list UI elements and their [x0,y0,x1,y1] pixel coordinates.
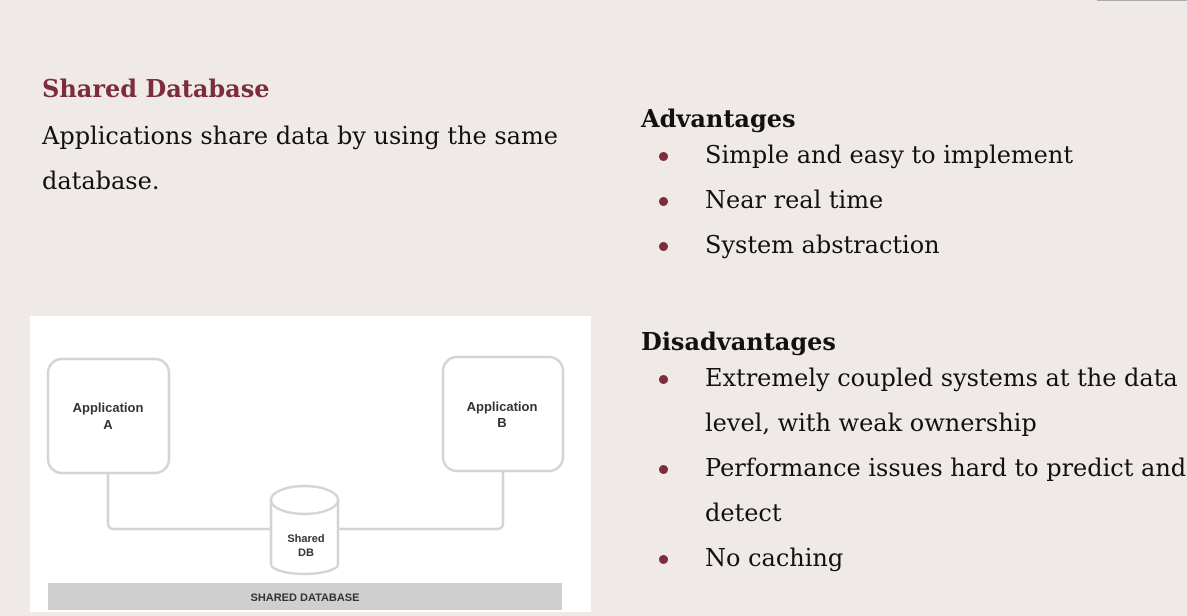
list-item: System abstraction [641,223,1187,268]
slide-description: Applications share data by using the sam… [42,122,558,195]
db-label: Shared [287,533,324,545]
app-a-letter: A [103,417,113,432]
app-b-letter: B [497,415,506,430]
disadvantages-section: Disadvantages Extremely coupled systems … [641,327,1187,581]
app-b-box [441,355,565,473]
connector-b [338,471,505,531]
db-label-2: DB [298,547,314,559]
list-item: No caching [641,536,1187,581]
diagram-panel: Application A Application B Shared DB SH… [30,316,591,612]
app-b-label: Application [467,399,538,414]
shared-database-bar-label: SHARED DATABASE [251,592,360,604]
list-item: Extremely coupled systems at the data le… [641,356,1187,446]
list-item: Near real time [641,178,1187,223]
database-cylinder-icon [269,484,340,576]
connector-a [106,473,271,531]
list-item: Performance issues hard to predict and d… [641,446,1187,536]
shared-database-bar [48,583,562,610]
shared-database-diagram: Application A Application B Shared DB SH… [46,355,565,610]
slide-title: Shared Database [42,74,270,103]
disadvantages-heading: Disadvantages [641,327,836,356]
divider [1097,0,1187,1]
advantages-heading: Advantages [641,104,796,133]
app-a-label: Application [73,400,144,415]
app-a-box [46,357,171,475]
advantages-section: Advantages Simple and easy to implement … [641,104,1187,268]
list-item: Simple and easy to implement [641,133,1187,178]
